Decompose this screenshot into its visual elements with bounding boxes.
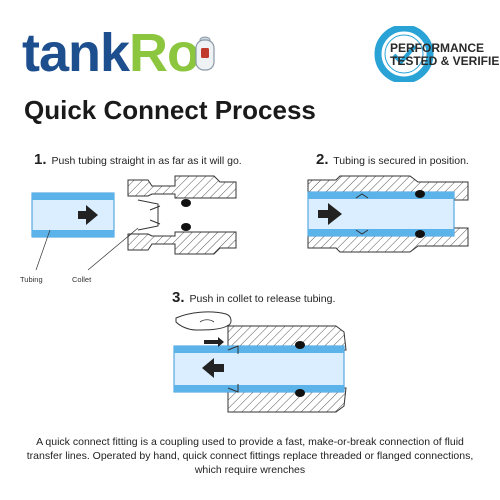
step-3-release-arrow-icon (202, 358, 224, 378)
step-2-tubing-wall-top (308, 192, 454, 199)
step-3-push-arrow-icon (204, 337, 224, 347)
brand-logo: tankRo (22, 23, 200, 83)
label-collet: Collet (72, 275, 92, 284)
step-2-text: Tubing is secured in position. (333, 155, 469, 167)
brand-name-part1: tank (22, 23, 130, 83)
step-2-direction-arrow-icon (318, 203, 342, 225)
performance-badge-icon (374, 26, 434, 82)
step-1-diagram (31, 175, 237, 271)
step-2-tubing-wall-bottom (308, 229, 454, 236)
step-3-diagram (173, 311, 347, 413)
hand-icon (175, 311, 232, 331)
step-1-collet (137, 199, 161, 231)
step-2-collet-teeth (355, 193, 369, 235)
step-1-caption: 1. Push tubing straight in as far as it … (34, 151, 242, 168)
step-1-collet-leader (87, 227, 139, 271)
step-1-tubing (31, 192, 115, 238)
description-caption: A quick connect fitting is a coupling us… (26, 436, 474, 476)
step-2-o-ring-bottom (415, 230, 425, 238)
step-1-tubing-wall-bottom (32, 230, 114, 237)
step-1-text: Push tubing straight in as far as it wil… (51, 155, 242, 167)
step-3-fitting-body (227, 325, 347, 413)
step-3-number: 3. (172, 289, 185, 306)
step-1-o-ring-top (181, 199, 191, 207)
step-1-o-ring-bottom (181, 223, 191, 231)
page-title: Quick Connect Process (24, 95, 316, 125)
step-3-o-ring-bottom (295, 389, 305, 397)
badge-text: PERFORMANCE TESTED & VERIFIED (390, 42, 500, 68)
step-1-direction-arrow-icon (78, 205, 98, 225)
tank-icon (195, 36, 215, 71)
step-1-tubing-wall-top (32, 193, 114, 200)
step-3-tubing-wall-bottom (174, 385, 344, 392)
step-3-collet (227, 345, 239, 393)
step-2-diagram (307, 175, 469, 253)
step-1-tubing-leader (35, 229, 51, 271)
step-3-o-ring-top (295, 341, 305, 349)
label-tubing: Tubing (20, 275, 43, 284)
step-1-number: 1. (34, 151, 47, 168)
brand-name-part2: Ro (129, 23, 200, 83)
step-3-text: Push in collet to release tubing. (189, 293, 336, 305)
step-3-tubing-wall-top (174, 346, 344, 353)
step-2-number: 2. (316, 151, 329, 168)
badge-line2: TESTED & VERIFIED (390, 54, 500, 68)
step-3-caption: 3. Push in collet to release tubing. (172, 289, 335, 306)
step-2-caption: 2. Tubing is secured in position. (316, 151, 469, 168)
badge-line1: PERFORMANCE (390, 41, 485, 55)
step-2-o-ring-top (415, 190, 425, 198)
step-1-fitting-body (127, 175, 237, 255)
